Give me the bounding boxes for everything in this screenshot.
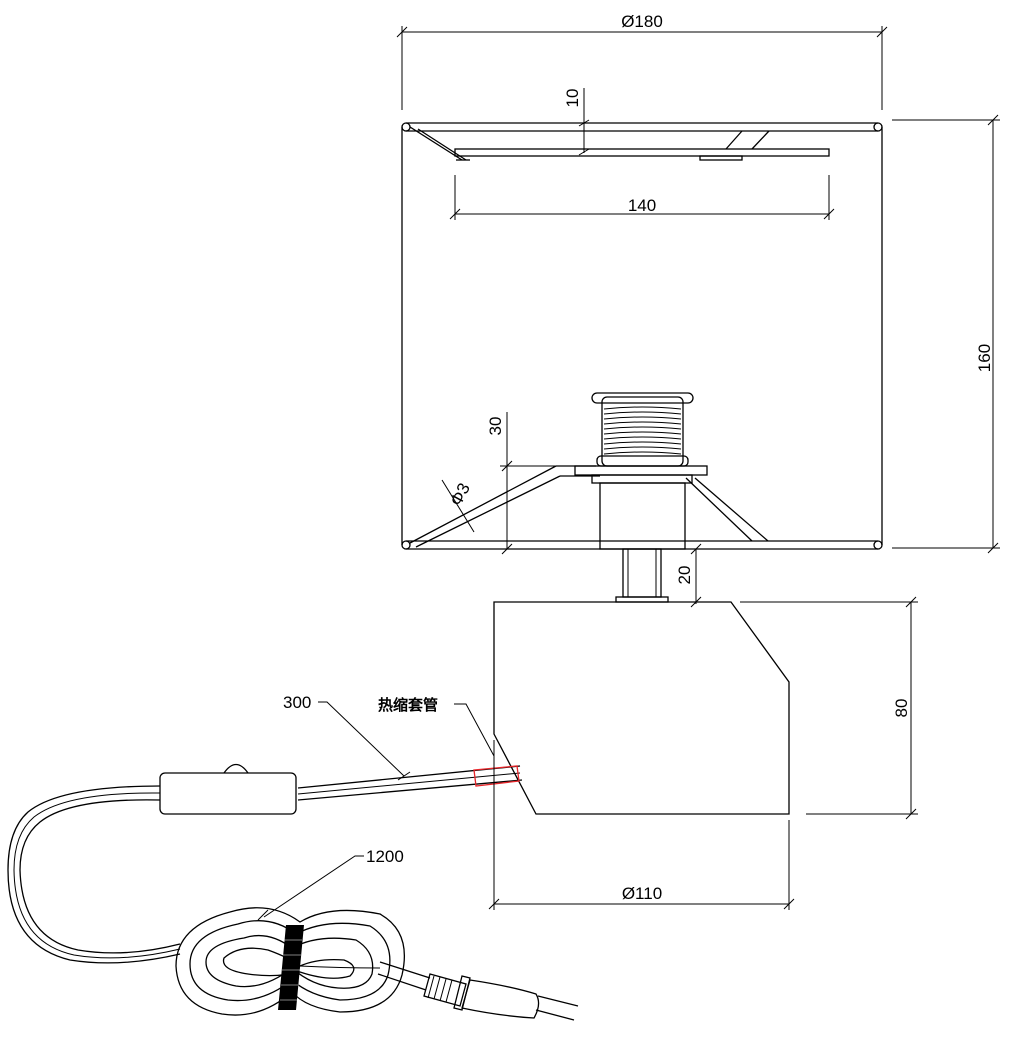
inline-switch bbox=[159, 772, 297, 815]
dim-cord-to-plug: 1200 bbox=[257, 847, 404, 921]
heat-shrink-callout: 热缩套管 bbox=[378, 696, 495, 757]
dim-shade-height-label: 160 bbox=[975, 344, 994, 372]
cord-coil bbox=[175, 907, 406, 1016]
lamp-socket bbox=[574, 392, 708, 550]
dim-ring-gap-label: 10 bbox=[563, 89, 582, 108]
dim-holder-height-label: 30 bbox=[486, 417, 505, 436]
dim-neck-height-label: 20 bbox=[675, 566, 694, 585]
dim-cord-to-switch-label: 300 bbox=[283, 693, 311, 712]
dim-cord-to-switch: 300 bbox=[283, 693, 411, 781]
power-plug bbox=[377, 961, 579, 1021]
lamp-neck bbox=[615, 548, 669, 603]
shade-top-inner-ring bbox=[409, 126, 830, 161]
dim-cord-to-plug-label: 1200 bbox=[366, 847, 404, 866]
shade-bottom-right-ring bbox=[873, 540, 883, 550]
lamp-shade bbox=[401, 122, 883, 550]
lamp-base bbox=[493, 601, 790, 815]
dim-base-height-label: 80 bbox=[892, 699, 911, 718]
dim-base-diameter: Ø110 bbox=[488, 740, 795, 910]
dim-base-diameter-label: Ø110 bbox=[622, 884, 662, 903]
shade-bottom-left-ring bbox=[401, 540, 411, 550]
shade-spider-frame bbox=[409, 465, 769, 548]
dim-neck-height: 20 bbox=[675, 543, 702, 608]
dim-ring-gap: 10 bbox=[563, 88, 590, 156]
dim-ring-width-label: 140 bbox=[628, 196, 656, 215]
dim-shade-height: 160 bbox=[892, 114, 1000, 554]
dim-wire-diameter-label: Φ3 bbox=[446, 480, 474, 509]
dim-shade-diameter-label: Ø180 bbox=[621, 12, 663, 31]
dim-ring-width: 140 bbox=[449, 175, 835, 220]
power-cord bbox=[7, 763, 523, 964]
heat-shrink-label: 热缩套管 bbox=[378, 696, 438, 714]
dim-base-height: 80 bbox=[740, 596, 918, 820]
dim-holder-height: 30 bbox=[486, 412, 575, 555]
coil-tie-band bbox=[278, 925, 304, 1010]
shade-top-right-ring bbox=[873, 122, 883, 132]
dim-shade-diameter: Ø180 bbox=[396, 12, 888, 110]
shade-top-left-ring bbox=[401, 122, 411, 132]
heat-shrink-tube bbox=[473, 765, 520, 787]
